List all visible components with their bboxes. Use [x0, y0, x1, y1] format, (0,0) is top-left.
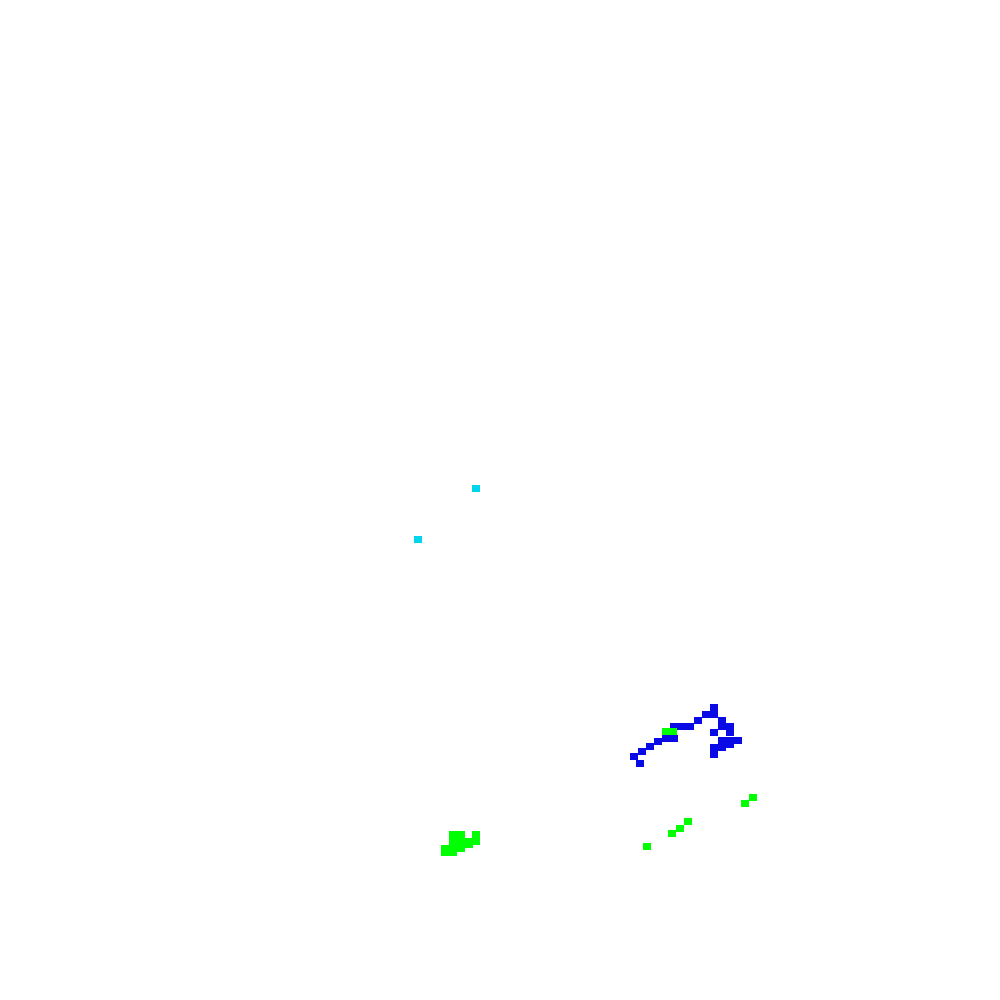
- blue-stroke-pixel: [710, 711, 718, 718]
- green-patch-left-pixel: [441, 845, 449, 852]
- green-patch-left-pixel: [465, 841, 473, 848]
- green-speck-inline: [662, 728, 677, 735]
- green-specks-right-pixel: [643, 843, 651, 850]
- blue-stroke-pixel: [686, 723, 694, 730]
- blue-stroke-pixel: [710, 729, 718, 736]
- blue-stroke-pixel: [638, 748, 646, 755]
- green-specks-right-pixel: [676, 825, 684, 832]
- green-patch-left-pixel: [441, 849, 449, 856]
- blue-stroke-pixel: [636, 760, 644, 767]
- green-patch-left-pixel: [457, 845, 465, 852]
- cyan-dot-2-pixel: [414, 536, 422, 543]
- blue-stroke-pixel: [710, 744, 718, 751]
- green-specks-right-pixel: [749, 794, 757, 801]
- green-patch-left-pixel: [449, 849, 457, 856]
- blue-stroke-pixel: [726, 729, 734, 736]
- blue-stroke-pixel: [670, 723, 678, 730]
- blue-stroke-pixel: [646, 743, 654, 750]
- pixel-layer: [414, 485, 757, 856]
- green-patch-left-pixel: [449, 838, 457, 845]
- cyan-dot-1: [472, 485, 480, 492]
- green-specks-right-pixel: [684, 818, 692, 825]
- blue-stroke-pixel: [718, 737, 726, 744]
- blue-stroke-pixel: [670, 735, 678, 742]
- green-specks-right-pixel: [741, 800, 749, 807]
- blue-stroke-pixel: [726, 723, 734, 730]
- blue-stroke-pixel: [630, 753, 638, 760]
- blue-stroke-pixel: [654, 738, 662, 745]
- green-patch-left-pixel: [472, 838, 480, 845]
- green-specks-right-pixel: [668, 830, 676, 837]
- blue-stroke-pixel: [726, 741, 734, 748]
- blue-stroke: [630, 704, 742, 767]
- blue-stroke-pixel: [726, 737, 734, 744]
- green-specks-right: [643, 794, 757, 850]
- blue-stroke-pixel: [710, 751, 718, 758]
- green-speck-inline-pixel: [662, 728, 670, 735]
- green-patch-left-pixel: [449, 831, 457, 838]
- green-patch-left-pixel: [472, 831, 480, 838]
- blue-stroke-pixel: [710, 704, 718, 711]
- cyan-dot-1-pixel: [472, 485, 480, 492]
- blue-stroke-pixel: [718, 744, 726, 751]
- green-speck-inline-pixel: [669, 728, 677, 735]
- green-patch-left: [441, 831, 480, 856]
- blue-stroke-pixel: [734, 737, 742, 744]
- green-patch-left-pixel: [449, 845, 457, 852]
- green-patch-left-pixel: [457, 838, 465, 845]
- blue-stroke-pixel: [718, 717, 726, 724]
- blue-stroke-pixel: [718, 723, 726, 730]
- blue-stroke-pixel: [678, 723, 686, 730]
- blue-stroke-pixel: [662, 735, 670, 742]
- green-patch-left-pixel: [457, 831, 465, 838]
- blue-stroke-pixel: [702, 711, 710, 718]
- cyan-dot-2: [414, 536, 422, 543]
- blue-stroke-pixel: [694, 717, 702, 724]
